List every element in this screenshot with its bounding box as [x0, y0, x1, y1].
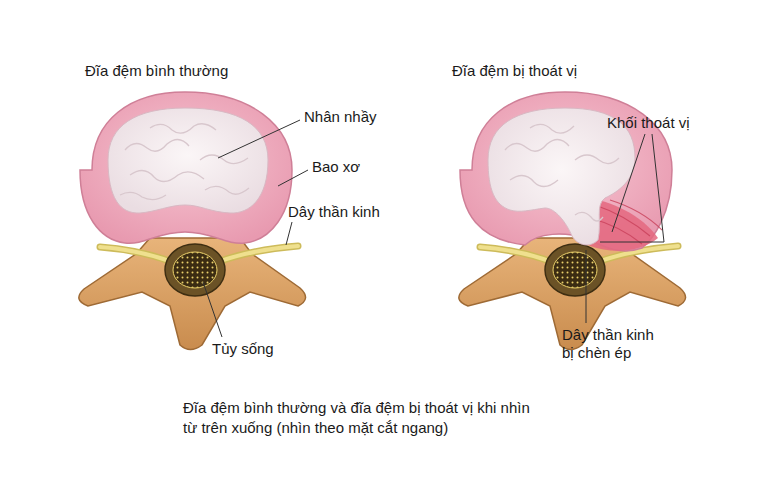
spinal-canal: [165, 244, 225, 296]
annulus-tear: [590, 200, 662, 244]
nucleus-texture: [120, 124, 249, 200]
nucleus-pulposus: [108, 108, 268, 213]
leader-line: [612, 134, 645, 232]
spinal-canal: [545, 244, 605, 296]
leader-line: [286, 222, 292, 245]
leader-line: [218, 120, 300, 158]
nerve-root: [100, 247, 172, 262]
nerve-root: [218, 246, 298, 262]
leader-line: [600, 134, 664, 242]
part-label: Nhân nhầy: [304, 108, 377, 126]
leader-line: [586, 250, 587, 323]
nerve-root: [100, 247, 172, 262]
leader-line: [203, 282, 222, 337]
leader-line: [278, 170, 308, 186]
nerve-root: [480, 247, 552, 262]
nerve-root: [218, 246, 298, 262]
part-label: Dây thần kinh bị chèn ép: [562, 326, 668, 362]
nucleus-texture: [505, 124, 619, 221]
figure-caption: Đĩa đệm bình thường và đĩa đệm bị thoát …: [183, 398, 535, 438]
annulus-fibrosus: [80, 92, 292, 243]
part-label: Dây thần kinh: [288, 203, 380, 221]
part-label: Tủy sống: [212, 340, 274, 358]
vertebral-arch: [79, 238, 306, 350]
panel-heading: Đĩa đệm bị thoát vị: [452, 62, 577, 80]
vertebra: [79, 92, 306, 350]
panel-heading: Đĩa đệm bình thường: [85, 62, 228, 80]
part-label: Bao xơ: [312, 158, 360, 176]
part-label: Khối thoát vị: [607, 114, 690, 132]
vertebra-base: [79, 92, 306, 350]
leader-lines: [203, 120, 664, 337]
spinal-cord: [173, 252, 217, 288]
spinal-cord: [553, 252, 597, 288]
nerve-root: [480, 247, 552, 262]
